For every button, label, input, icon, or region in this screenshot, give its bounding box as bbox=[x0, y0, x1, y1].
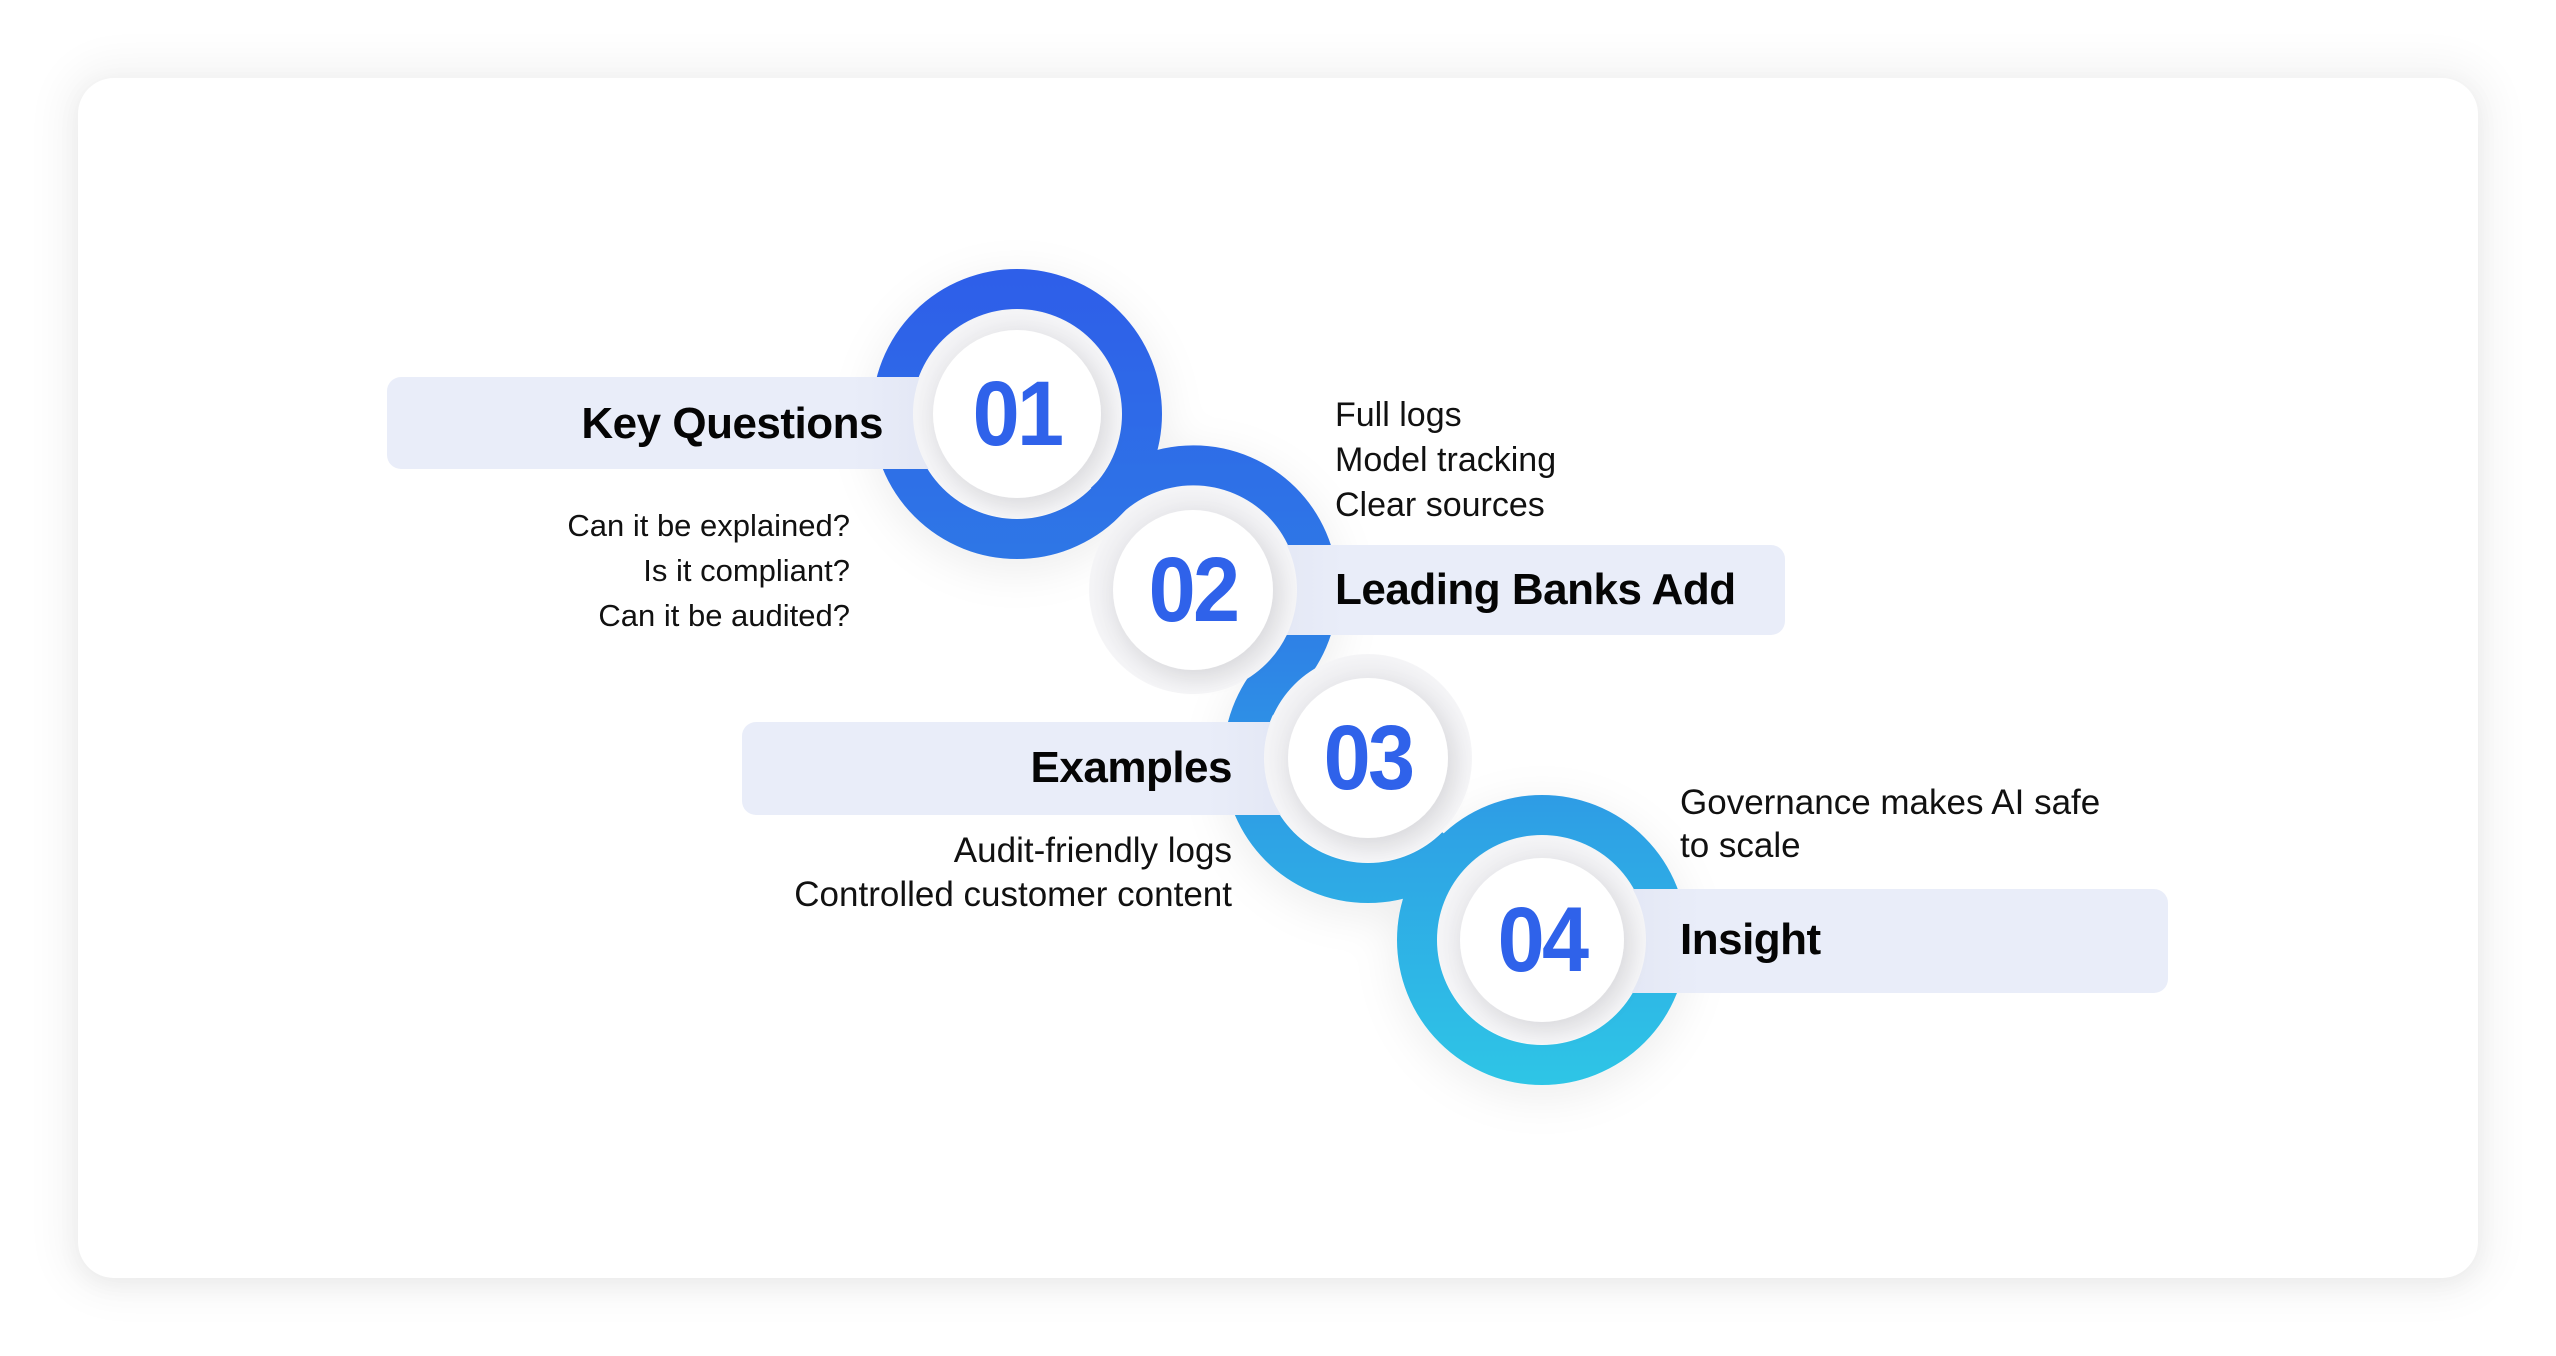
detail-line: Can it be audited? bbox=[598, 598, 850, 633]
detail-line: Is it compliant? bbox=[643, 553, 850, 588]
step-01-bar bbox=[387, 377, 1007, 469]
detail-line: Controlled customer content bbox=[794, 875, 1232, 914]
step-03-title: Examples bbox=[1030, 743, 1233, 792]
disk-02 bbox=[1089, 486, 1297, 694]
disk-03 bbox=[1264, 654, 1472, 862]
detail-line: Audit-friendly logs bbox=[953, 831, 1232, 870]
step-01-number: 01 bbox=[972, 363, 1064, 465]
step-04-details: Governance makes AI safe to scale bbox=[1680, 781, 2100, 867]
step-04-title: Insight bbox=[1680, 915, 1821, 964]
step-03-bar bbox=[742, 722, 1362, 815]
detail-line: Model tracking bbox=[1335, 441, 1557, 479]
detail-line: Governance makes AI safe bbox=[1680, 783, 2101, 822]
disk-01 bbox=[913, 310, 1121, 518]
detail-line: to scale bbox=[1680, 826, 1801, 865]
step-04-bar bbox=[1545, 889, 2168, 993]
step-04-number: 04 bbox=[1497, 889, 1589, 991]
detail-line: Full logs bbox=[1335, 396, 1462, 434]
disk-04 bbox=[1438, 836, 1646, 1044]
step-02-title: Leading Banks Add bbox=[1335, 565, 1736, 614]
step-03-details: Audit-friendly logs Controlled customer … bbox=[794, 829, 1232, 917]
step-03-number: 03 bbox=[1323, 707, 1415, 809]
detail-line: Can it be explained? bbox=[567, 508, 850, 543]
detail-line: Clear sources bbox=[1335, 486, 1545, 524]
ribbon-path bbox=[1090, 445, 1475, 904]
step-01-title: Key Questions bbox=[581, 399, 883, 448]
step-02-number: 02 bbox=[1148, 539, 1240, 641]
step-01-details: Can it be explained? Is it compliant? Ca… bbox=[567, 503, 850, 638]
step-02-details: Full logs Model tracking Clear sources bbox=[1335, 393, 1556, 528]
